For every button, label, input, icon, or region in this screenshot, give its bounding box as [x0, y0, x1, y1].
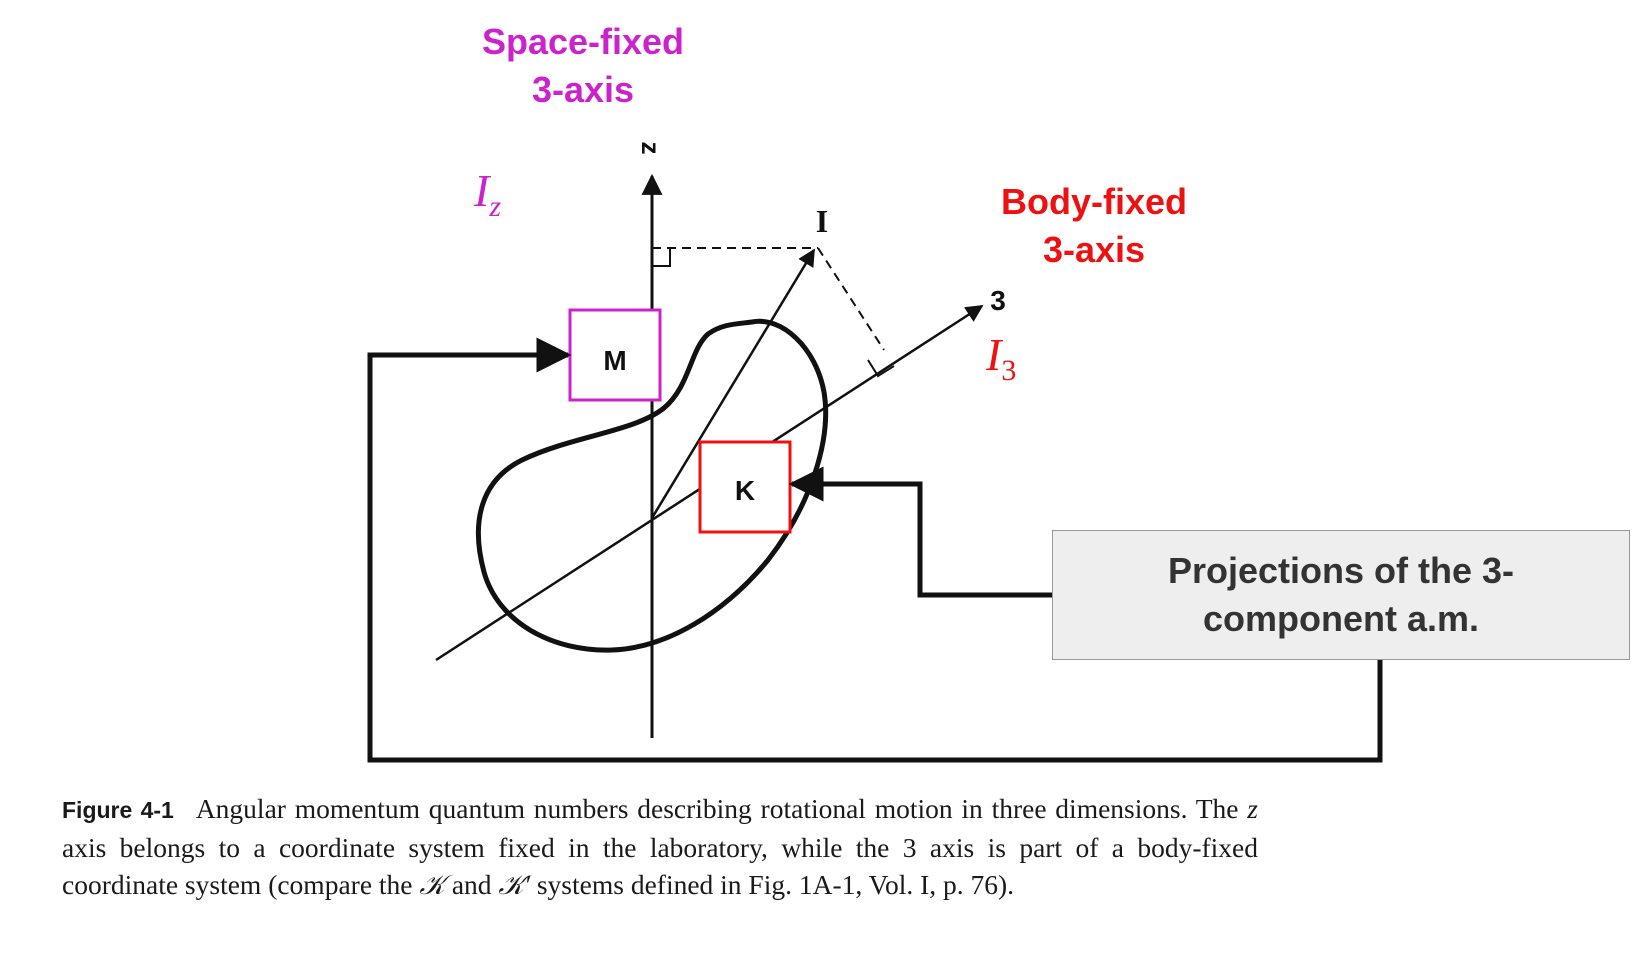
iz-label: Iz [473, 165, 501, 223]
projections-callout: Projections of the 3-component a.m. [1052, 530, 1630, 660]
angular-momentum-vector [650, 248, 816, 519]
figure-caption: Figure 4-1 Angular momentum quantum numbe… [62, 790, 1258, 903]
callout-text: Projections of the 3-component a.m. [1167, 550, 1515, 639]
caption-script-k1: 𝒦 [419, 869, 445, 900]
iz-main: I [473, 165, 492, 216]
body-fixed-label-line2: 3-axis [1043, 229, 1145, 270]
space-fixed-label-line2: 3-axis [532, 69, 634, 110]
three-axis-label: 3 [990, 285, 1006, 316]
i3-label: I3 [985, 329, 1016, 387]
i3-subscript: 3 [1001, 354, 1016, 387]
m-projection-box [568, 308, 662, 402]
k-projection-box [698, 440, 792, 534]
k-label: K [735, 475, 755, 506]
caption-part2: axis belongs to a coordinate system fixe… [62, 832, 1258, 900]
caption-script-k2: 𝒦′ [498, 869, 530, 900]
caption-part4: systems defined in Fig. 1A-1, Vol. I, p.… [529, 869, 1015, 900]
projection-to-3-dashed [817, 247, 885, 351]
caption-part3: and [444, 869, 499, 900]
m-label: M [603, 345, 626, 376]
figure-number: Figure 4-1 [62, 797, 174, 823]
body-fixed-label-line1: Body-fixed [1001, 181, 1187, 222]
iz-subscript: z [488, 190, 501, 223]
i3-main: I [985, 329, 1004, 380]
z-axis-label: z [636, 142, 666, 155]
connector-to-k [788, 466, 1052, 598]
caption-z-italic: z [1247, 793, 1258, 824]
caption-part1: Angular momentum quantum numbers describ… [195, 793, 1248, 824]
connector-to-m [367, 337, 1383, 763]
space-fixed-label-line1: Space-fixed [482, 21, 684, 62]
right-angle-marker-3 [867, 359, 895, 378]
vector-i-label: I [816, 203, 828, 239]
right-angle-marker-z [652, 248, 671, 267]
